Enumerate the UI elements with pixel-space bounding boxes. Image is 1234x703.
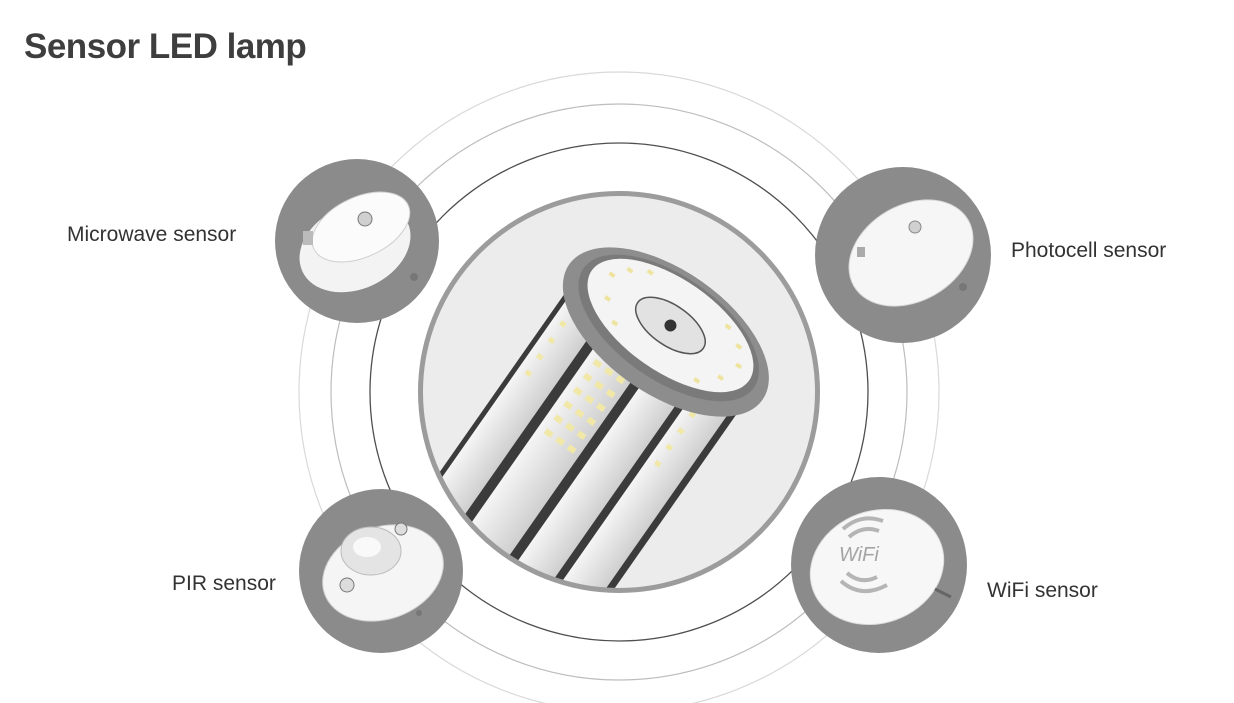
wifi-badge-text: WiFi xyxy=(839,544,879,566)
page-title: Sensor LED lamp xyxy=(24,27,307,66)
microwave-sensor-label: Microwave sensor xyxy=(67,223,237,246)
photocell-sensor-icon xyxy=(848,199,974,307)
microwave-sensor-bubble xyxy=(275,159,439,323)
wifi-sensor-label: WiFi sensor xyxy=(987,579,1098,602)
pir-sensor-label: PIR sensor xyxy=(172,572,276,595)
wifi-sensor-icon: WiFi xyxy=(809,508,952,626)
pir-sensor-icon xyxy=(322,522,444,622)
wifi-sensor-bubble: WiFi xyxy=(791,477,967,653)
photocell-sensor-bubble xyxy=(815,167,991,343)
microwave-sensor-icon xyxy=(299,191,418,293)
center-lamp-image xyxy=(418,191,820,593)
pir-sensor-bubble xyxy=(299,489,463,653)
led-corn-lamp-icon xyxy=(423,247,769,588)
photocell-sensor-label: Photocell sensor xyxy=(1011,239,1167,262)
